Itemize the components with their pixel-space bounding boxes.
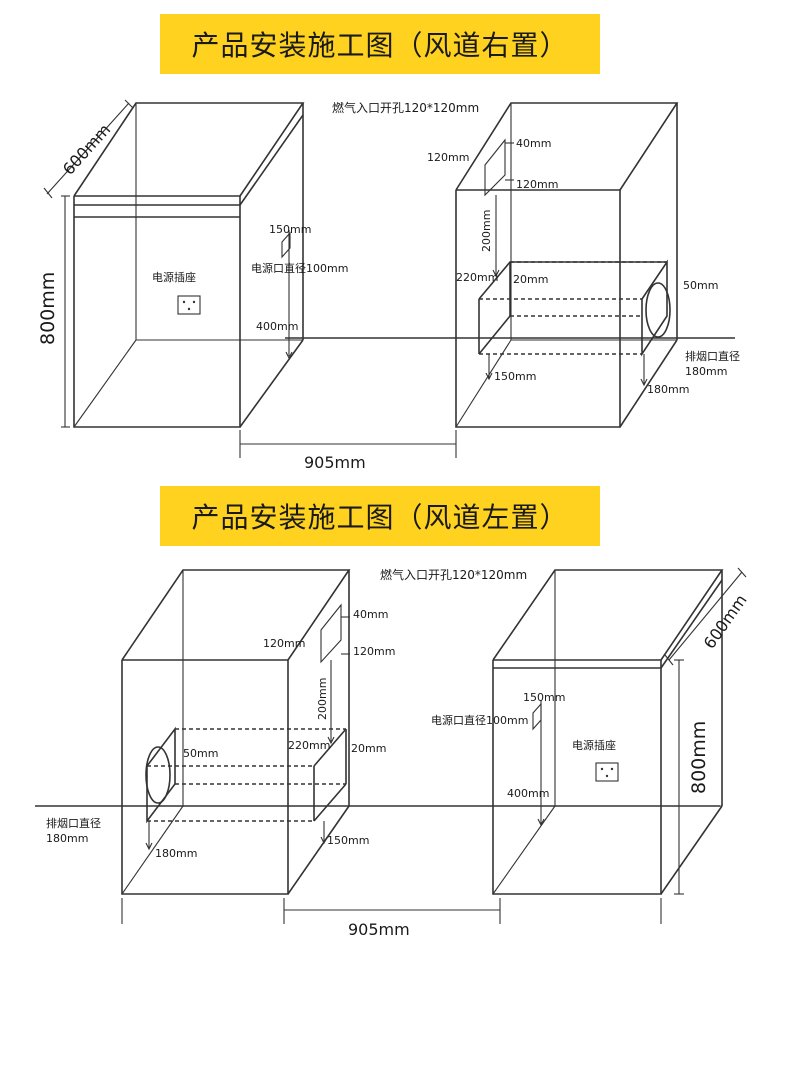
gas-inlet-label: 燃气入口开孔120*120mm xyxy=(332,100,479,115)
duct-200-label-2: 200mm xyxy=(316,678,329,720)
duct-150-label-2: 150mm xyxy=(327,834,369,847)
cabinet-right-box-2 xyxy=(492,569,724,895)
duct-20-label-2: 20mm xyxy=(351,742,386,755)
duct-180-label: 180mm xyxy=(647,383,689,396)
exhaust-diameter-label-2: 排烟口直径 xyxy=(46,816,101,830)
duct-220-label: 220mm xyxy=(456,271,498,284)
cabinet-right-box xyxy=(455,102,679,428)
gas-top-label-2: 40mm xyxy=(353,608,388,621)
duct-150-label: 150mm xyxy=(494,370,536,383)
gas-right-label-2: 120mm xyxy=(353,645,395,658)
power-socket-2 xyxy=(595,762,619,782)
socket-hole-diameter-label-2: 电源口直径100mm xyxy=(431,713,528,727)
section-title-left-duct: 产品安装施工图（风道左置） xyxy=(160,486,600,546)
duct-180-label-2: 180mm xyxy=(155,847,197,860)
socket-label-2: 电源插座 xyxy=(572,738,616,752)
duct-50-label: 50mm xyxy=(683,279,718,292)
duct-20-label: 20mm xyxy=(513,273,548,286)
duct-200-label: 200mm xyxy=(480,210,493,252)
cabinet-left-box xyxy=(73,102,305,428)
socket-hole-height-label-2: 400mm xyxy=(507,787,549,800)
gas-right-label: 120mm xyxy=(516,178,558,191)
height-label-2: 800mm xyxy=(688,721,710,794)
height-label: 800mm xyxy=(37,272,59,345)
exhaust-duct xyxy=(478,259,671,357)
exhaust-duct-2 xyxy=(145,726,347,824)
power-socket xyxy=(177,295,201,315)
gas-left-label-2: 120mm xyxy=(263,637,305,650)
socket-hole-top-label-2: 150mm xyxy=(523,691,565,704)
cabinet-left-box-2 xyxy=(121,569,351,895)
diagram-right-duct: 电源插座 150mm 电源口直径100mm 400mm 600mm 800mm … xyxy=(37,99,740,472)
width-label-2: 905mm xyxy=(348,920,410,939)
duct-220-label-2: 220mm xyxy=(288,739,330,752)
socket-hole-top-label: 150mm xyxy=(269,223,311,236)
exhaust-size-label: 180mm xyxy=(685,365,727,378)
diagram-left-duct: 燃气入口开孔120*120mm 40mm 120mm 120mm 200mm 2… xyxy=(35,567,751,939)
socket-hole-height-label: 400mm xyxy=(256,320,298,333)
duct-50-label-2: 50mm xyxy=(183,747,218,760)
width-label: 905mm xyxy=(304,453,366,472)
socket-label: 电源插座 xyxy=(152,270,196,284)
socket-hole-diameter-label: 电源口直径100mm xyxy=(251,261,348,275)
exhaust-size-label-2: 180mm xyxy=(46,832,88,845)
exhaust-diameter-label: 排烟口直径 xyxy=(685,349,740,363)
gas-left-label: 120mm xyxy=(427,151,469,164)
section-title-right-duct: 产品安装施工图（风道右置） xyxy=(160,14,600,74)
gas-inlet-label-2: 燃气入口开孔120*120mm xyxy=(380,567,527,582)
gas-top-label: 40mm xyxy=(516,137,551,150)
